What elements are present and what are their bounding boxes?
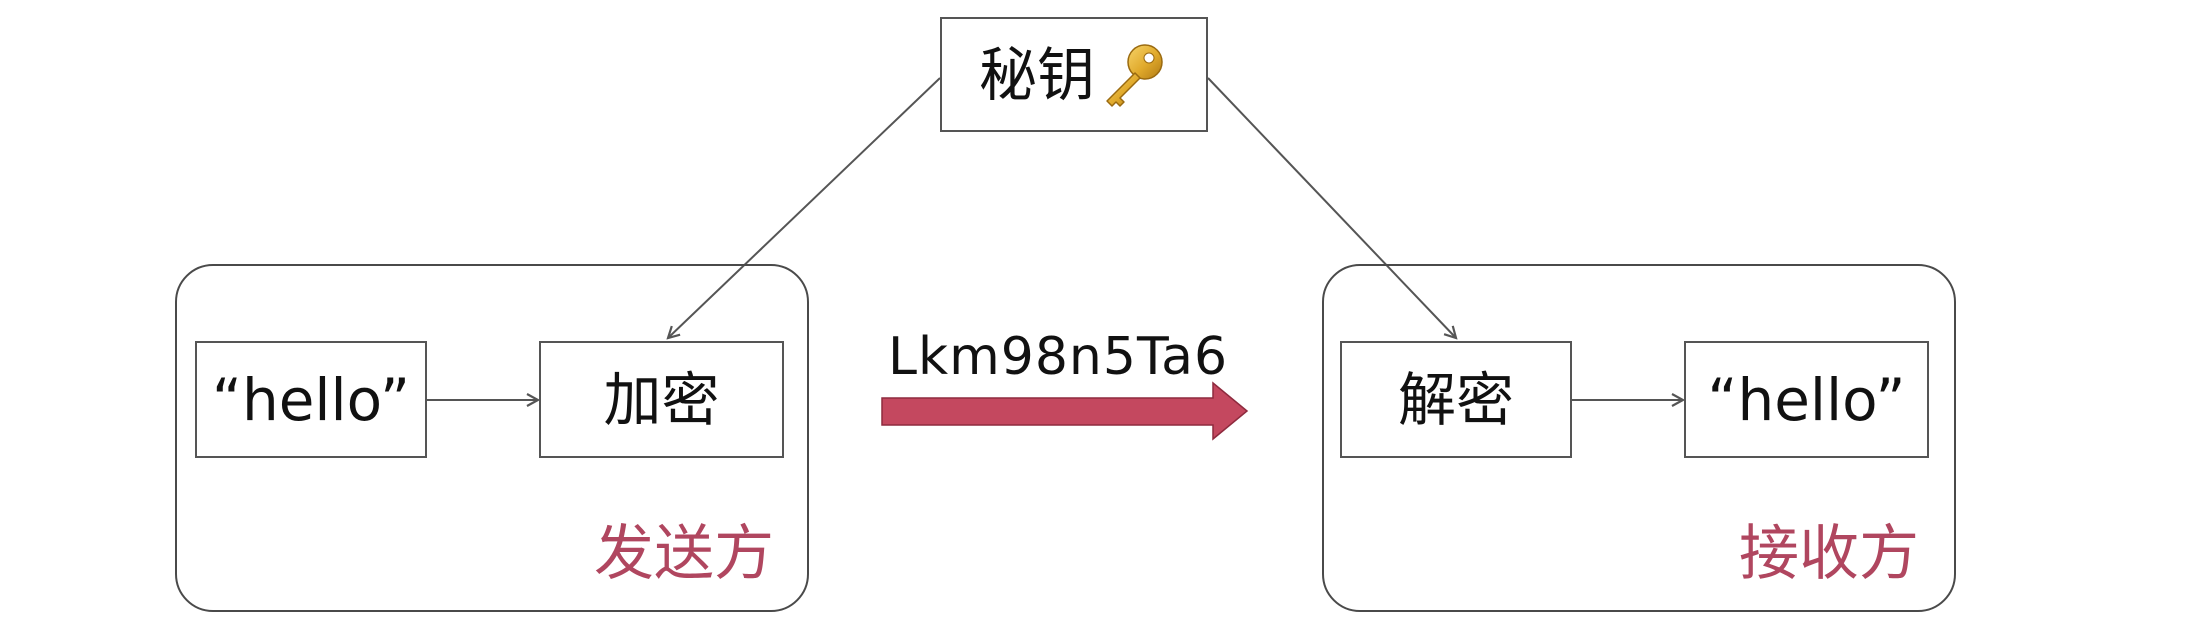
decrypt-label: 解密 bbox=[1397, 365, 1514, 434]
transfer-arrow bbox=[881, 381, 1249, 441]
decrypt-box: 解密 bbox=[1340, 341, 1572, 458]
key-to-decrypt-connector bbox=[1207, 77, 1456, 338]
key-box: 秘钥 bbox=[940, 17, 1208, 132]
sender-plaintext-box: “hello” bbox=[195, 341, 427, 458]
sender-plaintext: “hello” bbox=[211, 365, 411, 434]
key-icon bbox=[1106, 43, 1163, 107]
key-label: 秘钥 bbox=[978, 40, 1095, 109]
receiver-panel bbox=[1322, 264, 1956, 612]
sender-panel bbox=[175, 264, 809, 612]
receiver-label: 接收方 bbox=[1739, 519, 1919, 589]
encrypt-box: 加密 bbox=[539, 341, 784, 458]
ciphertext-label: Lkm98n5Ta6 bbox=[888, 327, 1229, 387]
encrypt-label: 加密 bbox=[603, 365, 720, 434]
receiver-plaintext-box: “hello” bbox=[1684, 341, 1929, 458]
receiver-plaintext: “hello” bbox=[1707, 365, 1906, 434]
key-to-encrypt-connector bbox=[668, 77, 941, 338]
sender-label: 发送方 bbox=[594, 519, 774, 589]
